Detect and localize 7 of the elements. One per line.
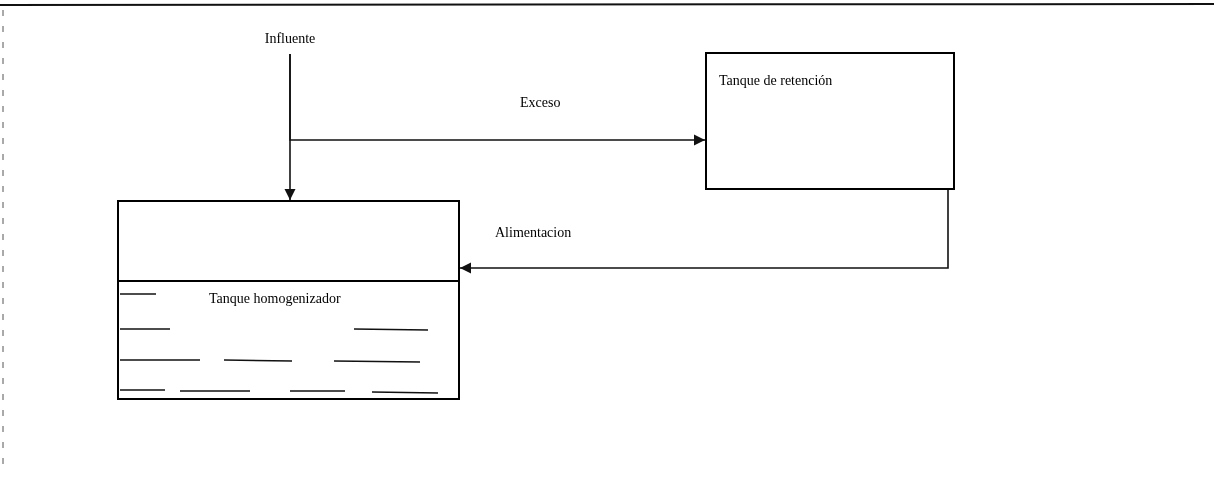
tank-label: Tanque homogenizador (209, 290, 341, 308)
tank-box (117, 200, 460, 400)
arrow (459, 189, 949, 274)
flow-label-text: Influente (264, 30, 316, 48)
tank-label: Tanque de retención (719, 72, 833, 90)
tank-box (705, 52, 955, 190)
arrow (289, 53, 706, 146)
